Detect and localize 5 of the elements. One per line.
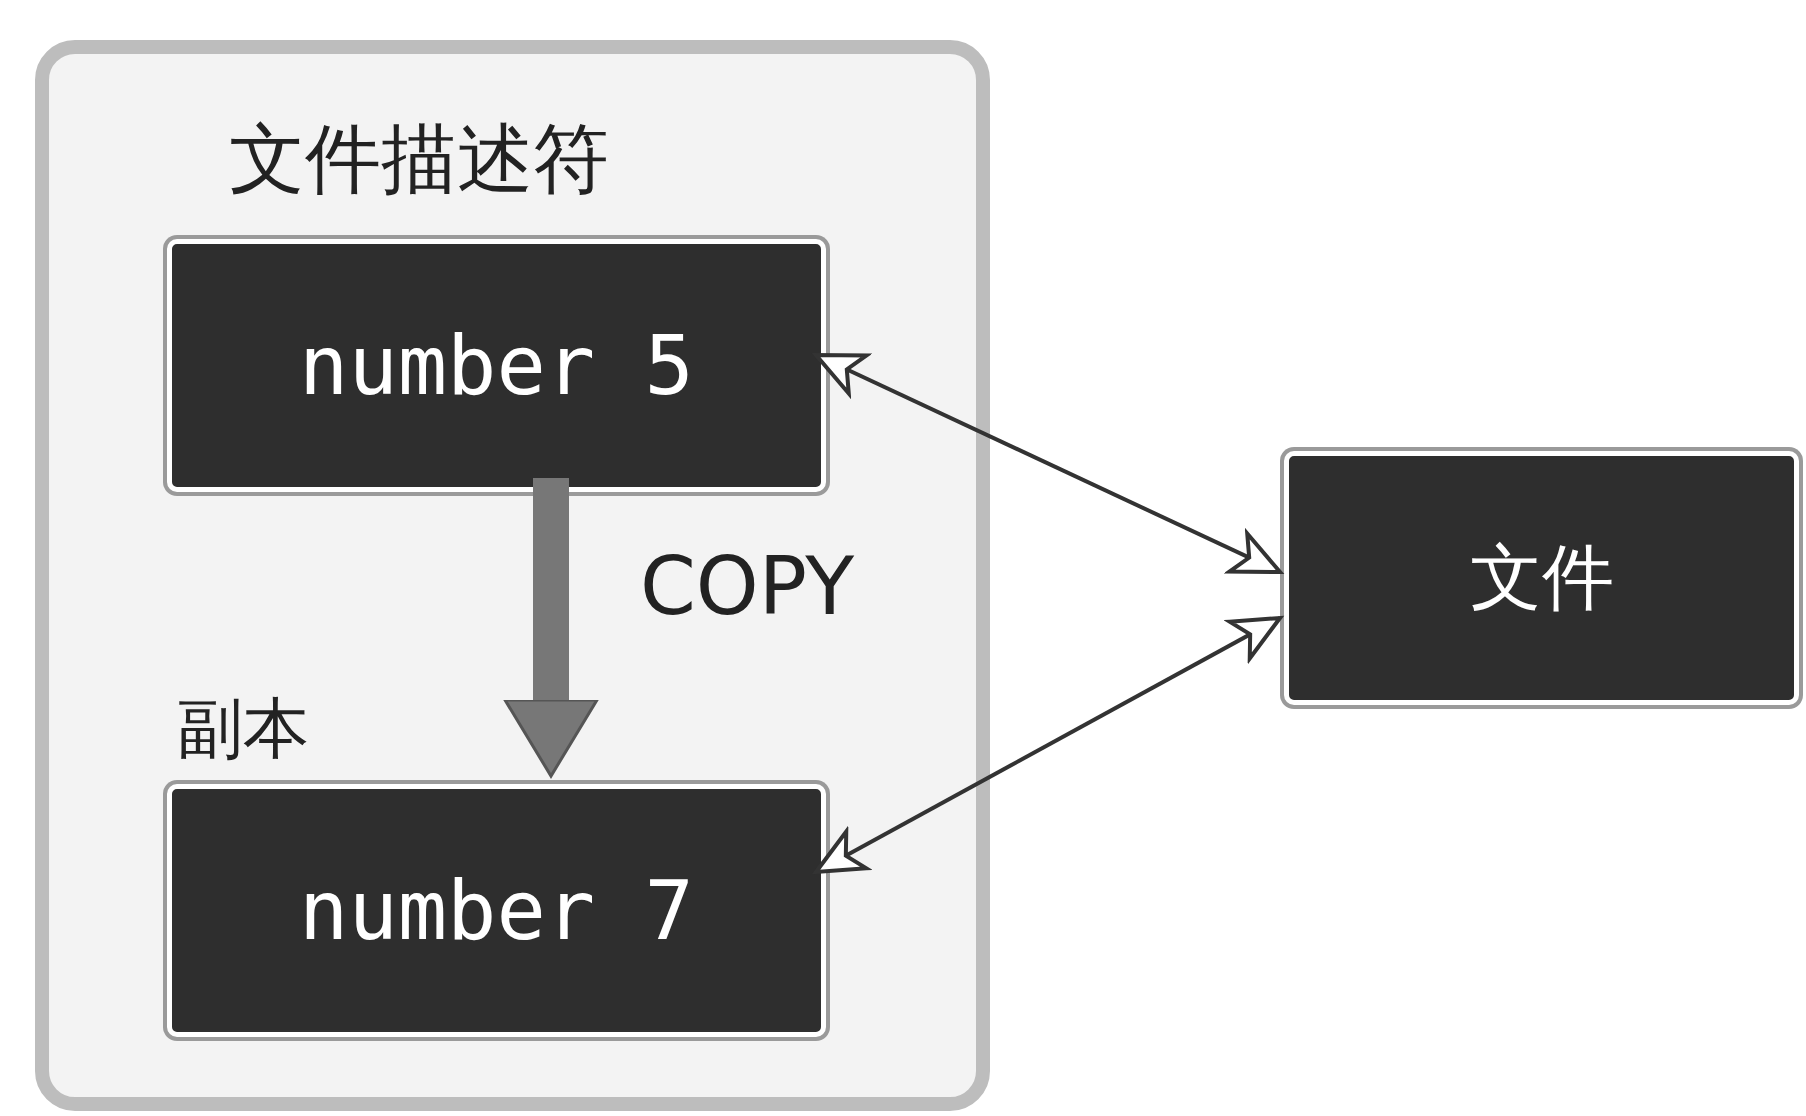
node-caption: 副本 (177, 689, 309, 769)
group-panel (35, 40, 990, 1111)
edge-label: COPY (640, 540, 855, 633)
panel-heading: 文件描述符 (229, 113, 609, 205)
arrow (503, 478, 599, 778)
